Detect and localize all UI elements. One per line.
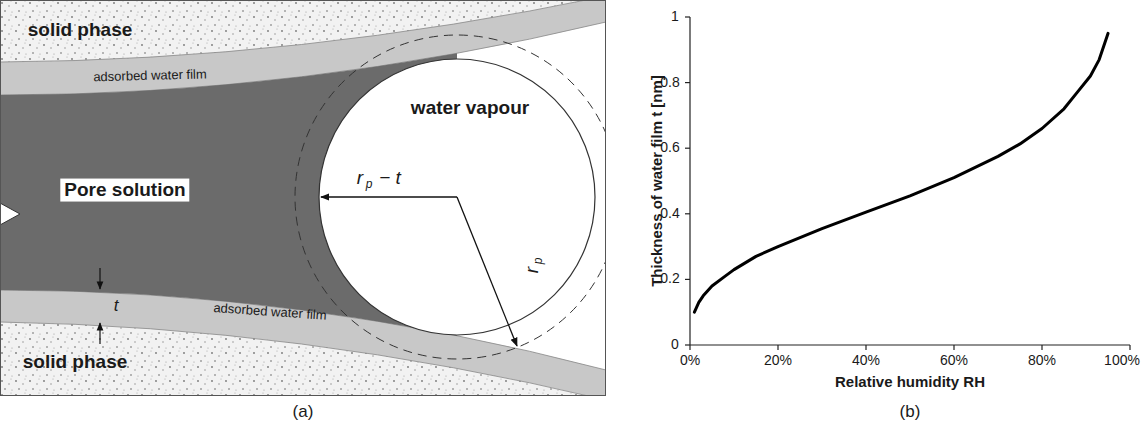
dimension-label: r — [357, 168, 363, 189]
radius-arrow — [321, 196, 457, 197]
thickness-arrow — [99, 323, 100, 344]
tick-label: 1 — [671, 9, 679, 24]
panel-frame — [1, 1, 606, 396]
region-label: solid phase — [23, 352, 128, 373]
tick-label: 0% — [680, 353, 700, 368]
pore-radius-circle — [295, 35, 606, 359]
tick-label: 100% — [1104, 353, 1140, 368]
tick-label: 60% — [940, 353, 968, 368]
tick-label: 0.6 — [660, 140, 679, 155]
radius-arrow — [457, 197, 517, 346]
dimension-label: r — [522, 267, 543, 273]
region-label: Pore solution — [60, 179, 189, 202]
region-label: solid phase — [28, 20, 133, 41]
dimension-label: t — [110, 296, 123, 317]
region-label: water vapour — [411, 98, 529, 119]
tick-label: 0.4 — [660, 206, 679, 221]
tick-label: 0 — [671, 337, 679, 352]
region-label: adsorbed water film — [93, 67, 207, 84]
dimension-label: − t — [379, 168, 401, 189]
tick-label: 20% — [764, 353, 792, 368]
break-symbol — [0, 203, 20, 225]
axis-title: Relative humidity RH — [835, 374, 985, 391]
thickness-arrow — [99, 268, 100, 289]
pore-solution — [0, 22, 457, 370]
panel-label: (a) — [293, 403, 314, 422]
dimension-subscript: p — [366, 178, 373, 191]
panel-label: (b) — [900, 403, 921, 422]
axis-title: Thickness of water film t [nm] — [649, 75, 666, 287]
tick-label: 0.8 — [660, 75, 679, 90]
chart-axes — [685, 17, 1130, 350]
film-thickness-curve — [694, 33, 1108, 312]
tick-label: 0.2 — [660, 272, 679, 287]
dimension-subscript: p — [532, 258, 545, 265]
tick-label: 80% — [1028, 353, 1056, 368]
tick-label: 40% — [852, 353, 880, 368]
